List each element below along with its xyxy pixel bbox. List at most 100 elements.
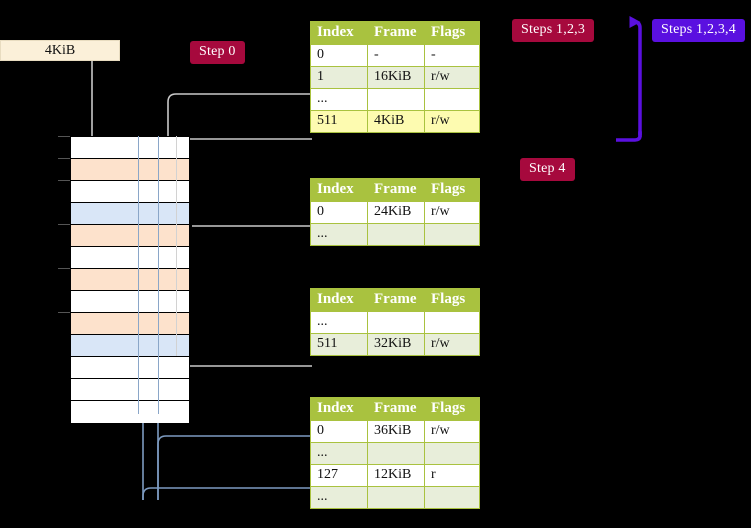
table1-col-index: Index — [310, 178, 368, 202]
memory-frame-3[interactable] — [71, 203, 189, 225]
memory-tick-6 — [58, 268, 70, 269]
table-row[interactable]: ... — [310, 223, 480, 246]
memory-frame-10[interactable] — [71, 357, 189, 379]
memory-frame-7[interactable] — [71, 291, 189, 313]
table0-col-flags: Flags — [424, 21, 480, 45]
table-row[interactable]: ... — [310, 311, 480, 334]
cell-flags: r/w — [424, 201, 480, 224]
table-row[interactable]: 1 16KiB r/w — [310, 66, 480, 89]
table0-col-frame: Frame — [367, 21, 425, 45]
memory-frame-11[interactable] — [71, 379, 189, 401]
cell-flags — [424, 311, 480, 334]
cell-frame: 4KiB — [367, 110, 425, 133]
table2-body: ... 511 32KiB r/w — [310, 311, 480, 356]
table0-body: 0 - - 1 16KiB r/w ... 511 4KiB r/w — [310, 44, 480, 133]
cell-index: 0 — [310, 201, 368, 224]
physical-memory-column — [70, 136, 190, 423]
cell-frame: - — [367, 44, 425, 67]
table2-col-index: Index — [310, 288, 368, 312]
page-table-level-3: Index Frame Flags 0 36KiB r/w ... 127 12… — [310, 397, 480, 509]
page-table-level-1: Index Frame Flags 0 24KiB r/w ... — [310, 178, 480, 246]
table3-col-index: Index — [310, 397, 368, 421]
memory-frame-1[interactable] — [71, 159, 189, 181]
cell-flags: r/w — [424, 66, 480, 89]
table-row[interactable]: 0 36KiB r/w — [310, 420, 480, 443]
table3-header-row: Index Frame Flags — [310, 397, 480, 421]
table-row[interactable]: 0 24KiB r/w — [310, 201, 480, 224]
wire-table3-0-path — [157, 435, 312, 500]
memory-frame-4[interactable] — [71, 225, 189, 247]
memory-frame-6[interactable] — [71, 269, 189, 291]
cell-flags: r — [424, 464, 480, 487]
cell-frame — [367, 486, 425, 509]
cell-flags: r/w — [424, 333, 480, 356]
memory-frame-0[interactable] — [71, 137, 189, 159]
memory-tick-0 — [58, 136, 70, 137]
table-row[interactable]: 511 4KiB r/w — [310, 110, 480, 133]
memory-guide-gray — [176, 136, 177, 356]
table1-header-row: Index Frame Flags — [310, 178, 480, 202]
table2-head: Index Frame Flags — [310, 288, 480, 312]
label-step-0: Step 0 — [190, 41, 245, 64]
memory-frame-9[interactable] — [71, 335, 189, 357]
cell-index: 127 — [310, 464, 368, 487]
cell-index: 0 — [310, 420, 368, 443]
memory-tick-2 — [58, 180, 70, 181]
label-step-4: Step 4 — [520, 158, 575, 181]
table2-col-frame: Frame — [367, 288, 425, 312]
memory-guide-right — [158, 136, 159, 414]
cell-index: ... — [310, 88, 368, 111]
wire-purple-loop-bottom — [616, 131, 642, 142]
table3-col-flags: Flags — [424, 397, 480, 421]
wire-table3-127-path — [142, 487, 312, 500]
cell-flags: r/w — [424, 110, 480, 133]
memory-tick-1 — [58, 158, 70, 159]
table3-head: Index Frame Flags — [310, 397, 480, 421]
cell-frame — [367, 311, 425, 334]
cell-frame: 36KiB — [367, 420, 425, 443]
table-row[interactable]: ... — [310, 88, 480, 111]
table1-body: 0 24KiB r/w ... — [310, 201, 480, 246]
page-table-level-0: Index Frame Flags 0 - - 1 16KiB r/w ... — [310, 21, 480, 133]
cell-index: ... — [310, 486, 368, 509]
cell-frame — [367, 88, 425, 111]
cell-index: ... — [310, 442, 368, 465]
cell-flags: - — [424, 44, 480, 67]
table-row[interactable]: ... — [310, 486, 480, 509]
table1-col-frame: Frame — [367, 178, 425, 202]
memory-frame-2[interactable] — [71, 181, 189, 203]
cell-frame: 32KiB — [367, 333, 425, 356]
table0-col-index: Index — [310, 21, 368, 45]
cell-frame — [367, 442, 425, 465]
cell-flags — [424, 88, 480, 111]
cell-index: ... — [310, 311, 368, 334]
label-steps-1-2-3: Steps 1,2,3 — [512, 19, 595, 42]
table-row[interactable]: 0 - - — [310, 44, 480, 67]
cell-index: 511 — [310, 110, 368, 133]
table1-col-flags: Flags — [424, 178, 480, 202]
table1-head: Index Frame Flags — [310, 178, 480, 202]
table2-header-row: Index Frame Flags — [310, 288, 480, 312]
cell-flags: r/w — [424, 420, 480, 443]
memory-frame-12[interactable] — [71, 401, 189, 423]
table0-header-row: Index Frame Flags — [310, 21, 480, 45]
table2-col-flags: Flags — [424, 288, 480, 312]
cell-flags — [424, 223, 480, 246]
label-steps-1-2-3-4: Steps 1,2,3,4 — [652, 19, 745, 42]
memory-tick-4 — [58, 224, 70, 225]
table-row[interactable]: ... — [310, 442, 480, 465]
cell-frame: 16KiB — [367, 66, 425, 89]
table-row[interactable]: 127 12KiB r — [310, 464, 480, 487]
memory-frame-5[interactable] — [71, 247, 189, 269]
cell-index: 1 — [310, 66, 368, 89]
cell-frame — [367, 223, 425, 246]
cell-index: 0 — [310, 44, 368, 67]
wire-purple-loop-top — [629, 16, 642, 135]
wire-table2-to-memory — [175, 365, 312, 375]
cell-flags — [424, 442, 480, 465]
table-row[interactable]: 511 32KiB r/w — [310, 333, 480, 356]
memory-frame-8[interactable] — [71, 313, 189, 335]
cell-flags — [424, 486, 480, 509]
cell-index: ... — [310, 223, 368, 246]
cell-frame: 12KiB — [367, 464, 425, 487]
